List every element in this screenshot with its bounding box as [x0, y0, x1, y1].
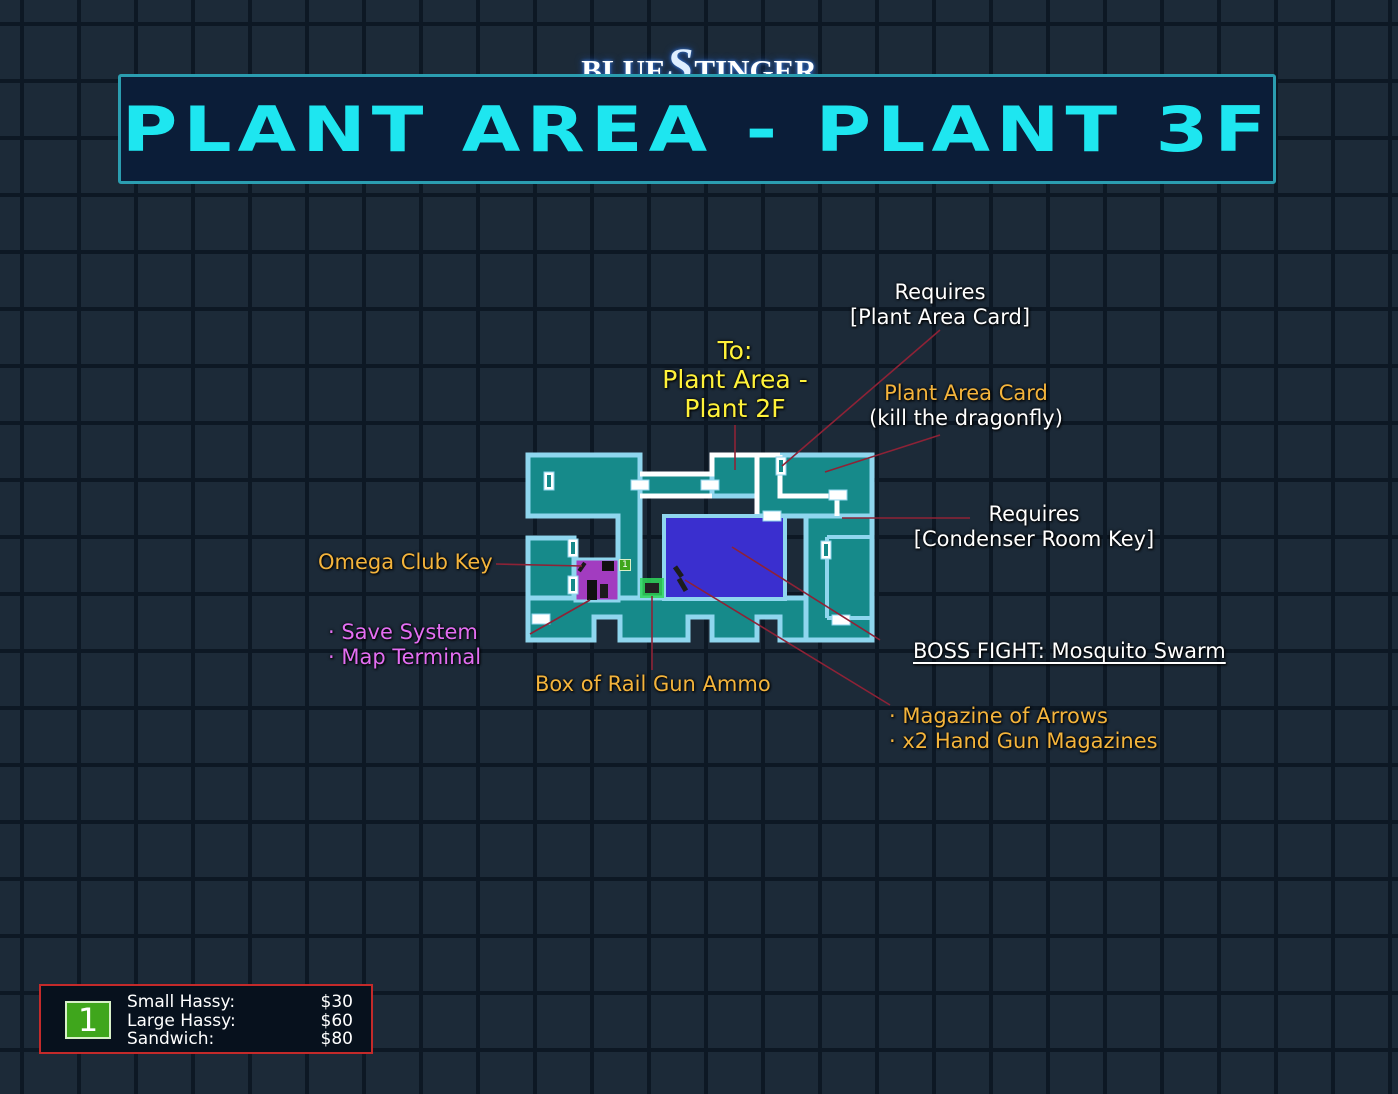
legend-number-badge: 1 — [65, 1001, 111, 1039]
label-map-terminal: · Map Terminal — [328, 645, 482, 669]
label-to-line1: To: — [717, 336, 753, 365]
door-icon — [543, 471, 555, 491]
label-requires-card-line1: Requires — [894, 280, 986, 304]
label-requires-condenser-key: Requires [Condenser Room Key] — [905, 502, 1163, 552]
label-to-line2: Plant Area - — [662, 365, 808, 394]
label-rail-gun-ammo: Box of Rail Gun Ammo — [535, 672, 771, 696]
label-boss-fight: BOSS FIGHT: Mosquito Swarm — [913, 639, 1226, 663]
door-icon — [567, 538, 579, 558]
door-icon — [820, 540, 832, 560]
door-icon — [630, 479, 650, 491]
door-icon — [531, 613, 551, 625]
label-requires-card: Requires [Plant Area Card] — [840, 280, 1040, 330]
legend-item-price: $60 — [320, 1011, 353, 1031]
door-icon — [567, 575, 579, 595]
room-northeast — [754, 452, 875, 519]
door-icon — [828, 489, 848, 501]
label-handgun-magazines: · x2 Hand Gun Magazines — [889, 729, 1158, 753]
item-icon — [676, 577, 689, 593]
label-requires-key-line1: Requires — [988, 502, 1080, 526]
legend-row: Small Hassy: $30 — [127, 993, 353, 1011]
label-save-system: · Save System — [328, 620, 478, 644]
map-items — [577, 561, 689, 600]
label-requires-card-line2: [Plant Area Card] — [849, 305, 1031, 329]
door-icon — [700, 479, 720, 491]
legend-item-price: $30 — [320, 992, 353, 1012]
item-icon — [672, 565, 684, 579]
legend-item-name: Sandwich: — [127, 1029, 215, 1049]
label-requires-key-line2: [Condenser Room Key] — [913, 527, 1155, 551]
legend-row: Sandwich: $80 — [127, 1030, 353, 1048]
label-card-line2: (kill the dragonfly) — [869, 406, 1063, 430]
item-icon — [577, 561, 587, 573]
page-title: PLANT AREA - PLANT 3F — [121, 92, 1273, 166]
shop-legend: 1 Small Hassy: $30 Large Hassy: $60 Sand… — [39, 984, 373, 1054]
legend-item-price: $80 — [320, 1029, 353, 1049]
door-icon — [762, 510, 782, 522]
legend-item-name: Large Hassy: — [127, 1011, 236, 1031]
label-arrows-handgun: · Magazine of Arrows · x2 Hand Gun Magaz… — [889, 704, 1158, 754]
legend-row: Large Hassy: $60 — [127, 1012, 353, 1030]
door-icon — [775, 456, 787, 476]
map-terminal-icon — [602, 561, 614, 571]
map-walkways — [640, 452, 840, 516]
label-card-line1: Plant Area Card — [884, 381, 1048, 405]
save-point-icon — [587, 580, 597, 600]
label-omega-club-key: Omega Club Key — [318, 550, 493, 574]
item-icon — [645, 583, 659, 593]
shop-marker-icon: 1 — [619, 559, 631, 571]
shop-marker-number: 1 — [622, 560, 628, 570]
label-to-plant-2f: To: Plant Area - Plant 2F — [645, 336, 825, 423]
legend-item-name: Small Hassy: — [127, 992, 236, 1012]
item-icon — [600, 584, 608, 598]
label-plant-area-card: Plant Area Card (kill the dragonfly) — [858, 381, 1074, 431]
title-banner: PLANT AREA - PLANT 3F — [118, 74, 1276, 184]
label-to-line3: Plant 2F — [684, 394, 786, 423]
label-magazine-arrows: · Magazine of Arrows — [889, 704, 1108, 728]
leader-lines — [495, 329, 970, 706]
label-save-map: · Save System · Map Terminal — [328, 620, 481, 670]
